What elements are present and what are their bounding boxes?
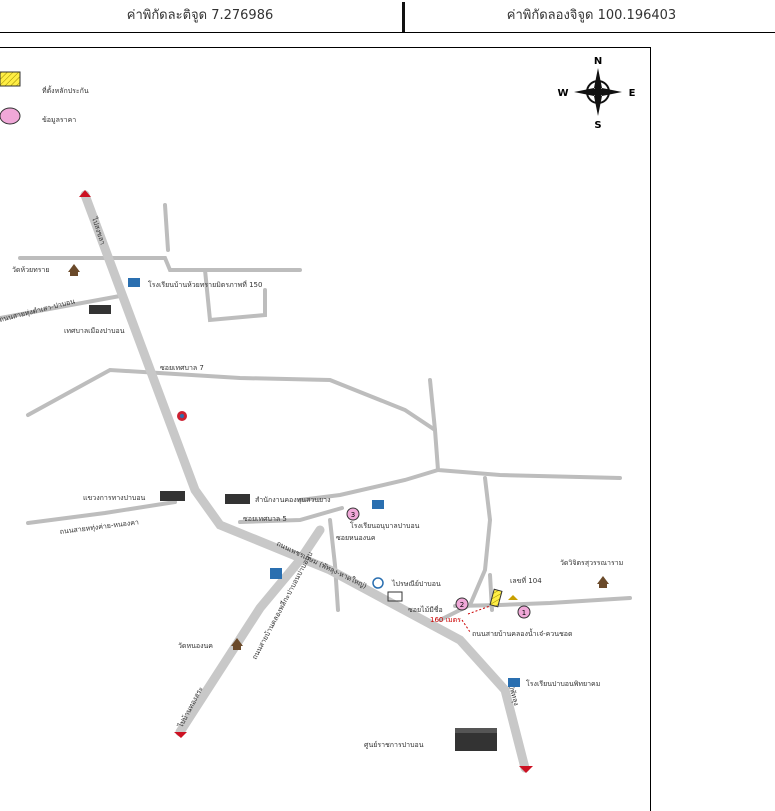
- road-label-tung-khai: ถนนสายหทุ่งค่าย-หนองคา: [59, 518, 139, 536]
- road-tung-khai: [26, 500, 177, 525]
- place-label-kindergarten: โรงเรียนอนุบาลปาบอน: [350, 521, 420, 530]
- compass-w: W: [557, 88, 568, 99]
- place-label-wat-huai-sai: วัดห้วยทราย: [12, 266, 50, 274]
- road-soi-7: [26, 367, 622, 480]
- place-post-office: ไปรษณีย์ปาบอน: [372, 577, 441, 602]
- post-icon: [372, 577, 384, 589]
- place-wat-huai-sai: วัดห้วยทราย: [12, 264, 80, 276]
- road-label-tung-tam-sao: ถนนสายทุ่งตำเสา-ปาบอน: [0, 297, 76, 324]
- terminal-north: [79, 190, 91, 197]
- school-icon: [128, 278, 140, 287]
- coordinate-header: ค่าพิกัดละติจูด 7.276986 ค่าพิกัดลองจิจู…: [0, 0, 775, 34]
- place-govt-center: ศูนย์ราชการปาบอน: [364, 728, 497, 751]
- longitude-label: ค่าพิกัดลองจิจูด 100.196403: [506, 8, 677, 23]
- compass-n: N: [594, 56, 602, 67]
- main-roads: [80, 190, 530, 773]
- price-marker-3: 3: [346, 507, 360, 521]
- place-label-school-pabon-tech: โรงเรียนปาบอนพิทยาคม: [526, 679, 600, 688]
- place-label-school-huai-sai: โรงเรียนบ้านห้วยทรายมิตรภาพที่ 150: [148, 280, 262, 289]
- road-label-namchai: ถนนสายบ้านคลองน้ำเจ๋-ควนชอด: [472, 627, 573, 638]
- terminal-south: [519, 766, 533, 773]
- terminal-southwest: [174, 732, 187, 738]
- road-west-1: [0, 294, 122, 320]
- hospital-icon: [270, 568, 282, 579]
- price-marker-label-2: 2: [460, 601, 464, 609]
- place-kindergarten: โรงเรียนอนุบาลปาบอน: [350, 500, 420, 530]
- plot-number-label: เลขที่ 104: [510, 576, 542, 585]
- header-divider: [402, 2, 405, 32]
- legend-plot-swatch: [0, 71, 21, 87]
- temple-icon-nongkhok: [231, 638, 243, 650]
- road-label-nongkhok-soi: ซอยหนองนค: [336, 534, 376, 542]
- map-frame: [0, 47, 651, 811]
- compass-rose: N S W E: [557, 56, 635, 131]
- road-label-soi-maisi: ซอยไม้มีชื่อ: [408, 605, 443, 614]
- road-north-2: [428, 378, 437, 432]
- road-namchai: [453, 596, 632, 608]
- place-label-post-office: ไปรษณีย์ปาบอน: [391, 579, 441, 588]
- road-label-hwy: ถนนเพชรเกษม (พัทลุง-หาดใหญ่): [275, 539, 369, 591]
- road-hwy-main: [80, 190, 530, 773]
- road-huai-sai: [18, 256, 302, 272]
- building-icon: [89, 305, 111, 314]
- road-label-soi-5: ซอยเทศบาล 5: [243, 515, 287, 523]
- place-municipality: เทศบาลเมืองปาบอน: [64, 305, 125, 335]
- legend-price-swatch: [0, 107, 21, 125]
- place-gas: [177, 411, 187, 421]
- price-marker-2: 2: [455, 597, 469, 611]
- building-icon-forest: [225, 494, 250, 504]
- road-mid: [298, 468, 440, 502]
- temple-icon: [68, 264, 80, 276]
- compass-e: E: [629, 88, 636, 99]
- place-school-pabon-tech: โรงเรียนปาบอนพิทยาคม: [508, 678, 600, 688]
- place-label-forest-office: สำนักงานคองทุนสวนยาง: [255, 496, 331, 504]
- compass-s: S: [594, 120, 601, 131]
- place-label-govt-center: ศูนย์ราชการปาบอน: [364, 741, 424, 749]
- distance-indicator: 160 เมตร: [430, 605, 491, 633]
- road-soi-5: [238, 506, 344, 524]
- latitude-label: ค่าพิกัดละติจูด 7.276986: [126, 8, 274, 23]
- legend-plot-label: ที่ตั้งหลักประกัน: [42, 84, 89, 95]
- road-label-north: ไปสงขลา: [90, 215, 108, 246]
- place-label-wat-wichit: วัดวิจิตรสุวรรณาราม: [560, 559, 623, 567]
- road-label-soi-7: ซอยเทศบาล 7: [160, 364, 204, 372]
- distance-label: 160 เมตร: [430, 616, 461, 624]
- place-hospital: [270, 568, 282, 579]
- plot-marker: [489, 588, 503, 608]
- price-marker-1: 1: [517, 605, 531, 619]
- plot-house-icon: [508, 595, 518, 600]
- place-wat-nongkhok: วัดหนองนค: [178, 638, 243, 650]
- place-label-highway-office: แขวงการทางปาบอน: [83, 494, 146, 502]
- road-nongkhok: [328, 518, 340, 612]
- price-marker-label-1: 1: [522, 609, 526, 617]
- temple-icon-wichit: [597, 576, 609, 588]
- road-loop: [203, 268, 267, 323]
- building-icon-highway: [160, 491, 185, 501]
- legend-price-label: ข้อมูลราคา: [42, 116, 76, 124]
- envelope-icon: [387, 591, 403, 602]
- school-icon-tech: [508, 678, 520, 687]
- school-icon-kindergarten: [372, 500, 384, 509]
- place-highway-office: แขวงการทางปาบอน: [83, 491, 185, 502]
- place-wat-wichit: วัดวิจิตรสุวรรณาราม: [560, 559, 623, 588]
- header-bottom-rule: [0, 32, 775, 33]
- price-marker-label-3: 3: [351, 511, 355, 519]
- building-icon-govt: [455, 733, 497, 751]
- place-label-wat-nongkhok: วัดหนองนค: [178, 642, 213, 650]
- road-north-spur: [163, 203, 170, 252]
- road-south-spur: [175, 525, 325, 737]
- subject-plot: เลขที่ 104: [489, 576, 542, 608]
- place-school-huai-sai: โรงเรียนบ้านห้วยทรายมิตรภาพที่ 150: [128, 278, 262, 289]
- place-label-municipality: เทศบาลเมืองปาบอน: [64, 327, 125, 335]
- place-forest-office: สำนักงานคองทุนสวนยาง: [225, 494, 331, 504]
